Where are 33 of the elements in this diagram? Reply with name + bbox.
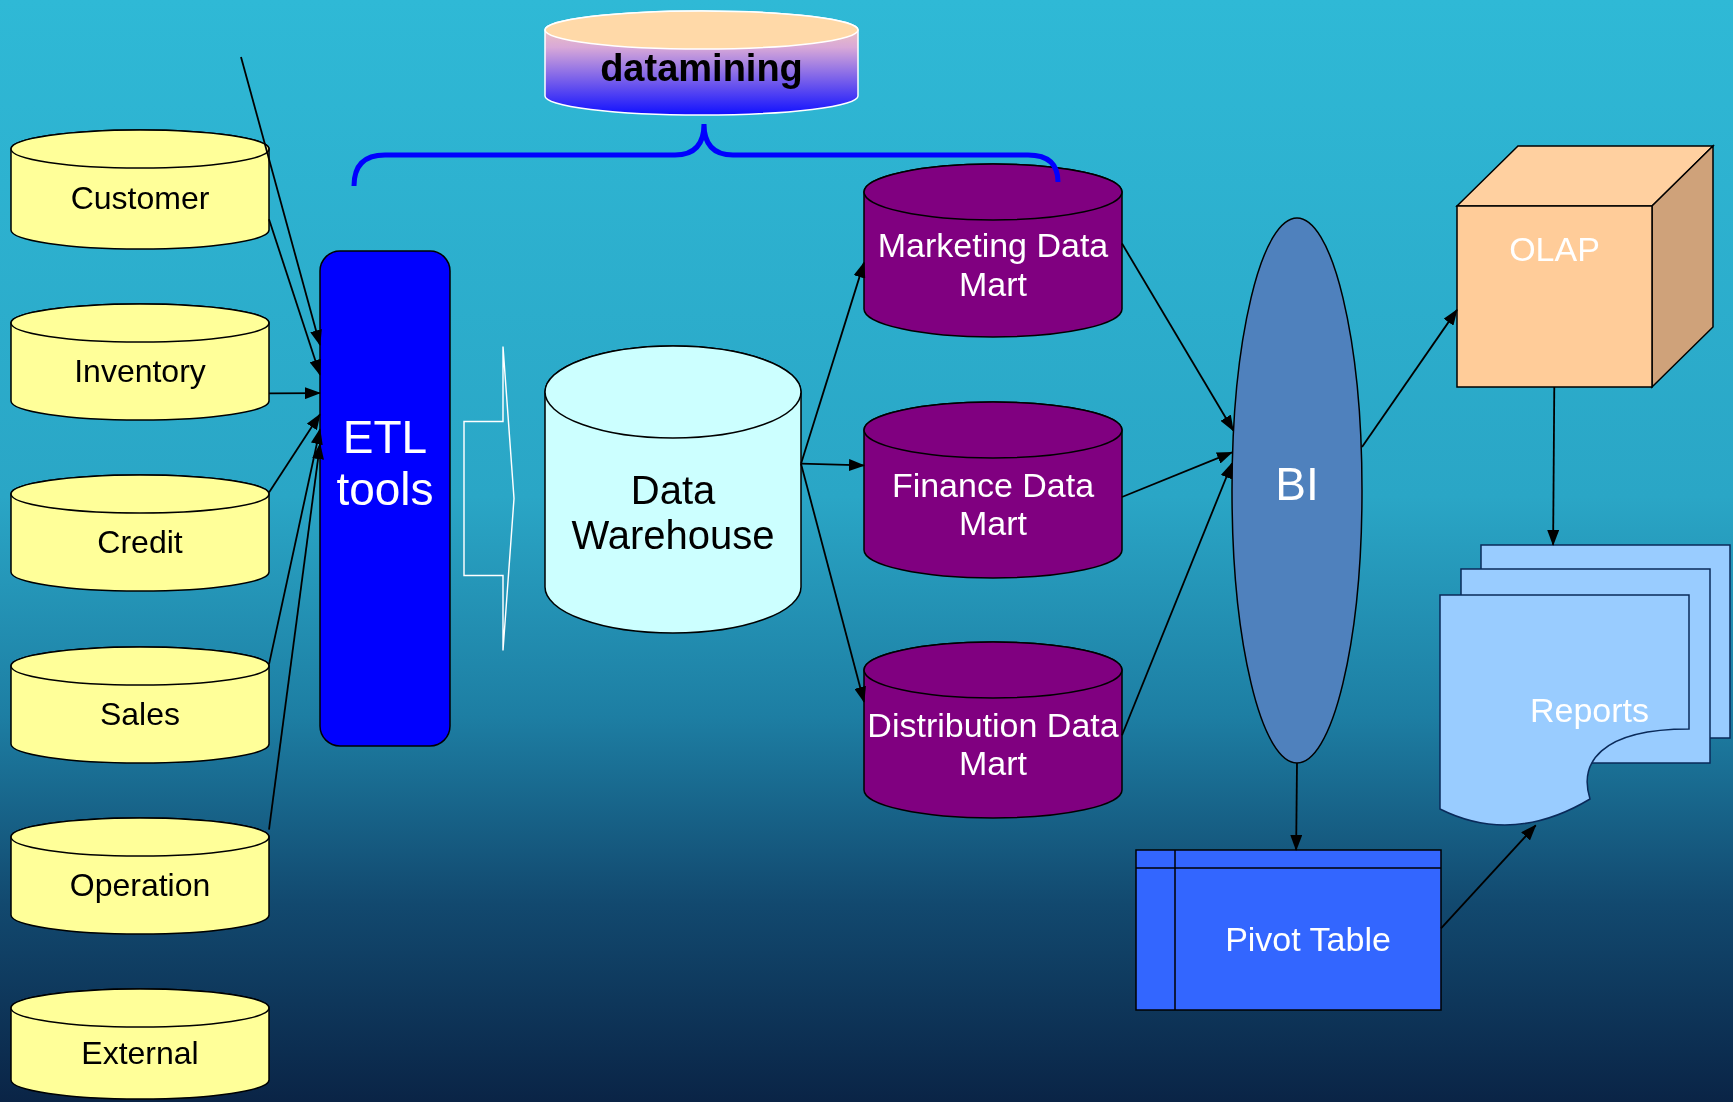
node-label: Sales <box>99 696 180 733</box>
block-arrow <box>463 345 515 652</box>
arrow <box>800 261 866 465</box>
node-label: Operation <box>69 867 211 904</box>
node-label: Reports <box>1529 690 1650 730</box>
node-label: Finance Data Mart <box>890 465 1096 543</box>
arrow <box>240 56 322 346</box>
arrow <box>268 218 322 376</box>
arrow <box>800 458 865 471</box>
arrow <box>268 443 324 831</box>
arrow <box>1121 451 1233 498</box>
arrow <box>1440 824 1537 930</box>
node-label: OLAP <box>1509 230 1600 269</box>
node-label: Inventory <box>74 353 206 390</box>
node-label: Customer <box>70 181 210 217</box>
node-label: ETL tools <box>335 412 435 516</box>
arrow <box>1290 762 1303 851</box>
arrow <box>1361 309 1458 448</box>
arrow <box>268 387 321 400</box>
node-label: datamining <box>600 47 803 90</box>
arrow <box>1121 462 1233 737</box>
arrow <box>268 413 321 494</box>
arrow <box>800 462 866 703</box>
node-label: Distribution Data Mart <box>866 705 1120 783</box>
arrow <box>1121 242 1235 432</box>
arrow <box>268 428 323 666</box>
node-label: BI <box>1275 459 1319 511</box>
node-label: Pivot Table <box>1225 919 1391 959</box>
arrow <box>1547 386 1560 546</box>
node-label: Credit <box>97 524 183 561</box>
node-label: Data Warehouse <box>570 467 776 558</box>
node-label: External <box>81 1035 199 1072</box>
node-label: Marketing Data Mart <box>876 226 1110 303</box>
